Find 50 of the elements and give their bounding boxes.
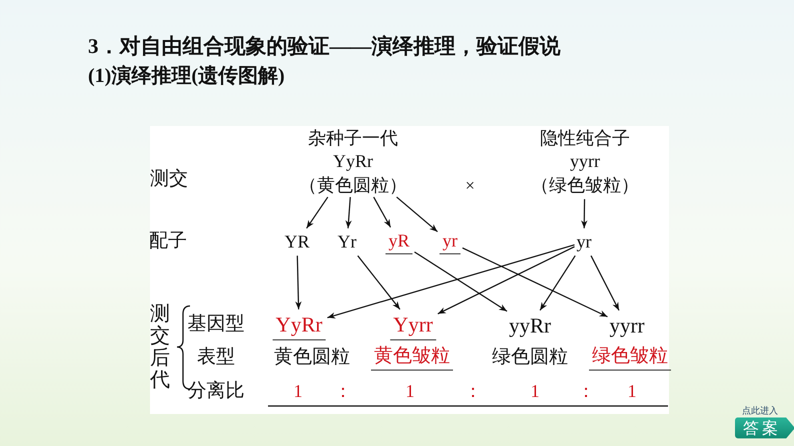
answer-button: 答案 (735, 417, 794, 439)
ratio-colon: ： (334, 381, 352, 403)
genotype: yyrr (569, 150, 601, 174)
arrow (357, 255, 400, 310)
ratio-colon: ： (464, 381, 482, 403)
genotype: yyRr (509, 312, 551, 340)
genotype: YyRr (272, 311, 326, 341)
genotype: yR (386, 229, 412, 255)
ratio-value: 1 (530, 381, 540, 403)
arrow (590, 255, 620, 311)
phenotype: 黄色圆粒 (274, 346, 350, 370)
genotype: Yr (338, 230, 356, 254)
button-hint: 点此进入 (742, 406, 778, 418)
ratio-value: 1 (628, 381, 636, 403)
cross-symbol: × (465, 176, 475, 196)
group-title: 杂种子一代 (307, 126, 399, 150)
arrow (438, 246, 575, 314)
row-label: 测交 (150, 168, 188, 192)
ratio-colon: ： (577, 381, 595, 403)
phenotype: （绿色皱粒） (531, 174, 639, 197)
phenotype: 黄色皱粒 (371, 346, 453, 370)
genotype: Yyrr (390, 311, 436, 341)
subheading: (1)演绎推理(遗传图解) (88, 64, 285, 88)
ratio-value: 1 (406, 381, 414, 403)
genotype: yyrr (610, 312, 644, 340)
arrow (327, 244, 575, 318)
genotype: yr (440, 229, 460, 255)
arrow (414, 251, 508, 312)
arrow (581, 199, 588, 228)
ratio-value: 1 (294, 381, 302, 403)
group-title: 隐性纯合子 (539, 126, 631, 150)
heading: 3．对自由组合现象的验证——演绎推理，验证假说 (88, 33, 560, 60)
arrow (345, 197, 352, 228)
phenotype: 绿色皱粒 (589, 346, 671, 370)
phenotype: 绿色圆粒 (492, 346, 568, 370)
row-group-label: 测交后代 (150, 303, 170, 391)
arrow (462, 247, 608, 318)
row-label: 表型 (197, 346, 235, 370)
arrow (396, 196, 438, 232)
genotype: YR (284, 230, 310, 254)
arrow (306, 196, 328, 229)
genotype: yr (576, 230, 592, 254)
arrow (540, 255, 576, 311)
row-label: 配子 (149, 230, 187, 254)
row-label: 基因型 (188, 314, 244, 336)
row-label: 分离比 (188, 380, 244, 404)
arrow (295, 256, 302, 310)
phenotype: （黄色圆粒） (299, 174, 407, 197)
genotype: YyRr (332, 150, 374, 174)
arrow (373, 196, 392, 228)
